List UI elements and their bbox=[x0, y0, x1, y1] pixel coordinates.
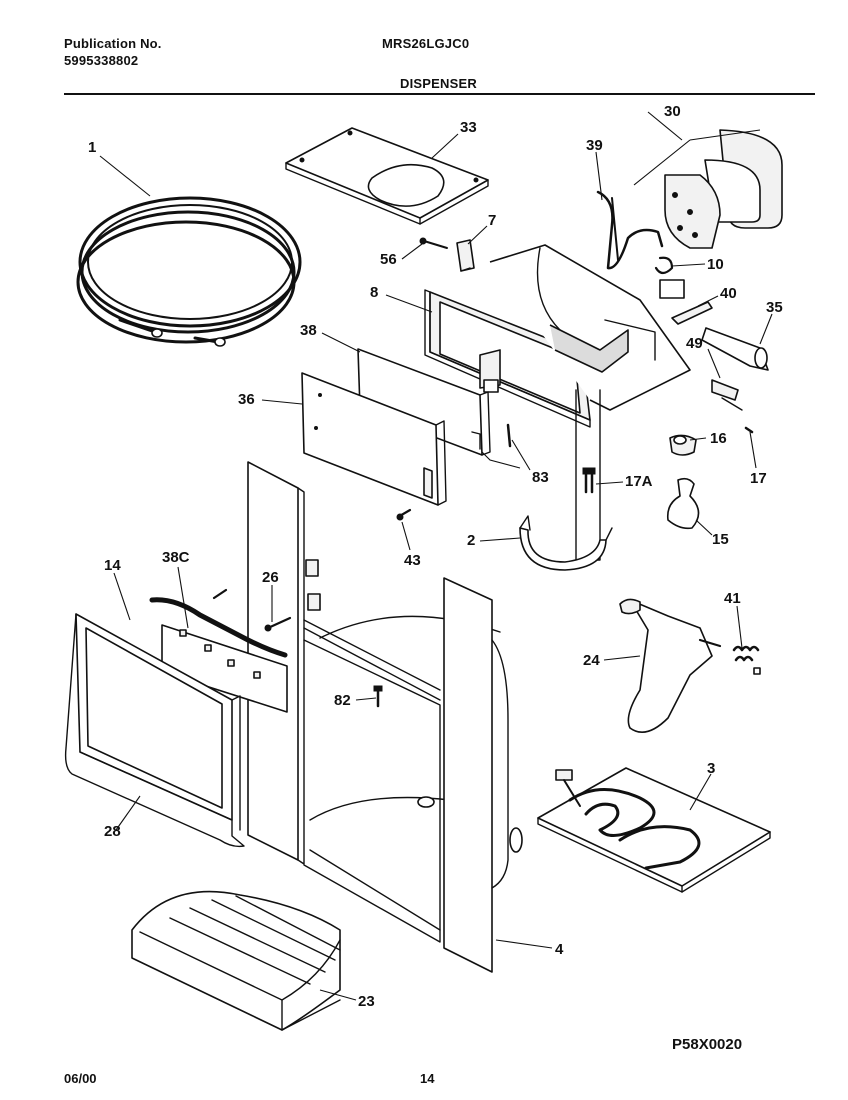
callout-40: 40 bbox=[720, 285, 737, 302]
callout-56: 56 bbox=[380, 251, 397, 268]
callout-82: 82 bbox=[334, 692, 351, 709]
callout-17: 17 bbox=[750, 470, 767, 487]
callout-35: 35 bbox=[766, 299, 783, 316]
main-housing bbox=[424, 244, 691, 469]
part-30-pads bbox=[633, 129, 783, 249]
callout-8: 8 bbox=[370, 284, 378, 301]
callout-3: 3 bbox=[707, 760, 715, 777]
part-2-chute-ring bbox=[519, 515, 613, 571]
callout-24: 24 bbox=[583, 652, 600, 669]
callout-36: 36 bbox=[238, 391, 255, 408]
header-divider bbox=[64, 93, 815, 95]
part-39-wire-harness bbox=[596, 190, 685, 299]
callout-23: 23 bbox=[358, 993, 375, 1010]
parts-40-35-49 bbox=[671, 301, 769, 434]
callout-1: 1 bbox=[88, 139, 96, 156]
callout-41: 41 bbox=[724, 590, 741, 607]
leader-lines bbox=[99, 111, 773, 1001]
part-4-side-panel bbox=[443, 577, 523, 973]
callout-38C: 38C bbox=[162, 549, 190, 566]
part-33-cover-plate bbox=[285, 127, 489, 225]
part-36-front-panel bbox=[301, 372, 447, 506]
callout-4: 4 bbox=[555, 941, 564, 958]
callout-7: 7 bbox=[488, 212, 496, 229]
callout-2: 2 bbox=[467, 532, 475, 549]
callout-39: 39 bbox=[586, 137, 603, 154]
part-7-56-bracket-screw bbox=[419, 237, 475, 272]
part-23-drip-tray bbox=[131, 890, 341, 1031]
part-82-screw bbox=[373, 685, 383, 708]
footer-date: 06/00 bbox=[64, 1071, 97, 1086]
page-number: 14 bbox=[420, 1071, 435, 1086]
part-38C-control-board bbox=[149, 588, 288, 713]
callout-10: 10 bbox=[707, 256, 724, 273]
callout-26: 26 bbox=[262, 569, 279, 586]
publication-label: Publication No. bbox=[64, 36, 162, 51]
part-28-bezel bbox=[64, 613, 245, 848]
model-number: MRS26LGJC0 bbox=[382, 36, 470, 51]
part-24-lever bbox=[619, 598, 722, 734]
part-26-screw bbox=[264, 616, 292, 632]
callout-49: 49 bbox=[686, 335, 703, 352]
part-43-screw bbox=[396, 508, 412, 521]
part-38-panel bbox=[357, 348, 491, 456]
parts-16-15 bbox=[666, 434, 700, 530]
callout-17A: 17A bbox=[625, 473, 653, 490]
part-3-heater bbox=[537, 767, 771, 893]
callout-83: 83 bbox=[532, 469, 549, 486]
part-1-tubing-coil bbox=[76, 196, 302, 347]
callout-38: 38 bbox=[300, 322, 317, 339]
publication-number: 5995338802 bbox=[64, 53, 139, 68]
section-title: DISPENSER bbox=[400, 76, 477, 91]
callout-33: 33 bbox=[460, 119, 477, 136]
part-41-spring bbox=[732, 645, 761, 675]
callout-14: 14 bbox=[104, 557, 121, 574]
callout-30: 30 bbox=[664, 103, 681, 120]
diagram-code: P58X0020 bbox=[672, 1036, 743, 1053]
callout-15: 15 bbox=[712, 531, 729, 548]
callout-16: 16 bbox=[710, 430, 727, 447]
callout-28: 28 bbox=[104, 823, 121, 840]
callout-43: 43 bbox=[404, 552, 421, 569]
